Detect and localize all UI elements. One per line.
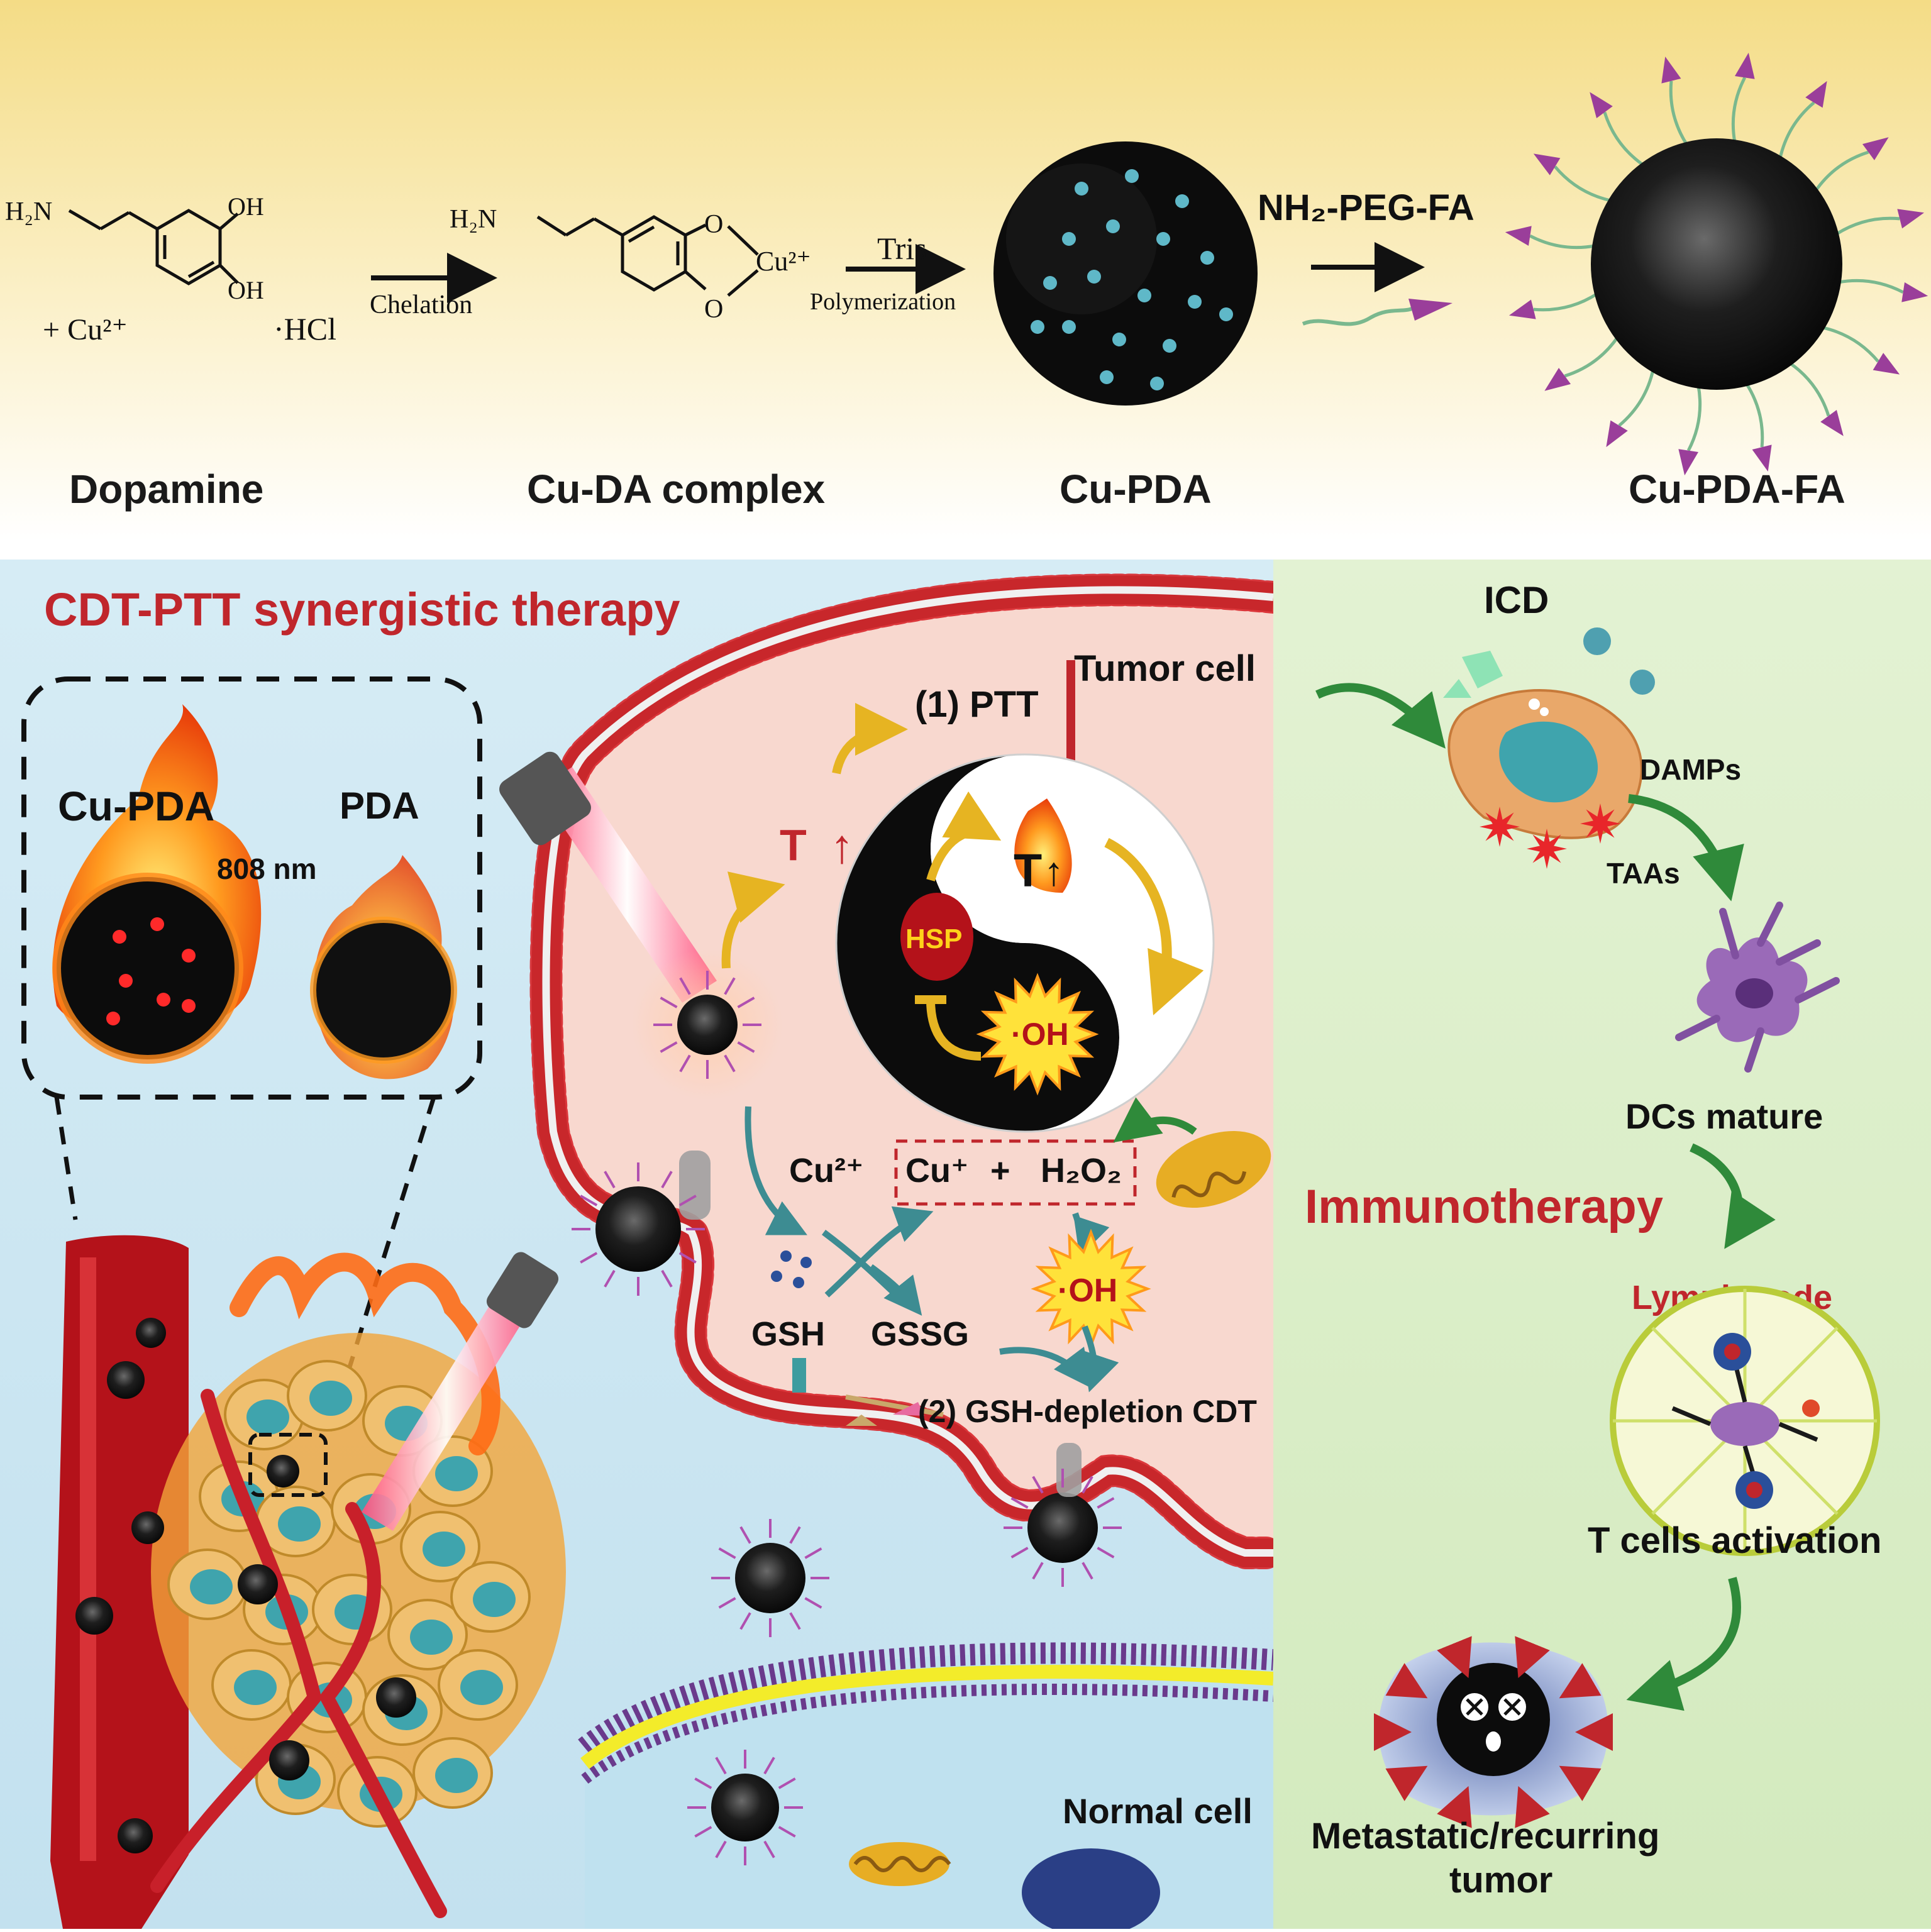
cu-pda-fa-nanoparticle — [1505, 52, 1928, 476]
attack-arrow — [1626, 1577, 1741, 1711]
polymerization-label: Polymerization — [810, 289, 956, 315]
complex-amine: H₂N — [450, 205, 497, 234]
cdt-ptt-title: CDT-PTT synergistic therapy — [44, 583, 680, 636]
tumor-mass — [150, 1252, 566, 1918]
damps-label: DAMPs — [1640, 753, 1741, 786]
tumor-mitochondrion — [1156, 1130, 1271, 1208]
cell-laser-probe — [499, 751, 717, 1003]
cu-pda-label: Cu-PDA — [1060, 466, 1212, 512]
copper-ion-dots — [771, 1250, 812, 1288]
release-arrow — [744, 1106, 807, 1235]
normal-cell — [578, 1642, 1274, 1932]
metastatic-tumor-label-2: tumor — [1449, 1860, 1552, 1901]
inset-pda-label: PDA — [340, 785, 419, 827]
metastatic-tumor — [1374, 1636, 1613, 1828]
nanoparticle-ligand-spikes — [572, 971, 1122, 1865]
dopamine-label: Dopamine — [69, 466, 263, 512]
fenton-reactants-box — [894, 1139, 1137, 1206]
glutathione: GSH — [751, 1315, 825, 1353]
cdt-step-label: (2) GSH-depletion CDT — [918, 1394, 1257, 1429]
dopamine-oh-bottom: OH — [228, 276, 264, 304]
hydroxyl-burst-yinyang — [976, 973, 1099, 1096]
glutathione-disulfide: GSSG — [871, 1315, 969, 1353]
cu-pda-fa-label: Cu-PDA-FA — [1629, 466, 1845, 512]
zoom-inset-box — [21, 676, 482, 1100]
yin-yang-flame — [1014, 798, 1072, 893]
yin-yang-synergy — [835, 753, 1215, 1133]
metastatic-tumor-label-1: Metastatic/recurring — [1311, 1816, 1659, 1857]
cu-pda-burning-particle — [52, 704, 262, 1064]
laser-wavelength: 808 nm — [217, 853, 317, 885]
immunotherapy-title: Immunotherapy — [1305, 1180, 1663, 1234]
synthesis-panel: H₂N OH OH + Cu²⁺ ·HCl Dopamine Chelation… — [0, 0, 1931, 541]
normal-cell-nucleus — [1022, 1848, 1160, 1932]
cdt-reaction: Cu²⁺ Cu⁺ + H₂O₂ GSH GSSG ·OH — [744, 1097, 1271, 1429]
hsp-protein — [900, 893, 973, 981]
yinyang-hydroxyl-label: ·OH — [1011, 1017, 1069, 1052]
zoom-line-left — [54, 1096, 78, 1220]
cu-da-complex-label: Cu-DA complex — [527, 466, 826, 512]
inset-cu-pda-label: Cu-PDA — [58, 783, 214, 829]
normal-cell-nanoparticle — [711, 1774, 779, 1841]
extracellular-nanoparticle — [735, 1543, 805, 1613]
lymph-node — [1610, 1286, 1880, 1556]
zoom-origin-box — [248, 1433, 328, 1497]
complex-copper: Cu²⁺ — [756, 246, 811, 277]
tumor-laser-probe — [362, 1252, 559, 1531]
gsh-balance — [792, 1358, 944, 1426]
ptt-step-label: (1) PTT — [915, 684, 1039, 725]
icd-arrow — [1315, 683, 1446, 749]
mito-h2o2-arrow — [1113, 1097, 1197, 1143]
cu-da-complex-structure: H₂N O O Cu²⁺ — [450, 205, 811, 324]
tumor-cell-label: Tumor cell — [1074, 648, 1256, 689]
hsp-label: HSP — [905, 924, 962, 954]
cu2-ion: Cu²⁺ — [789, 1152, 863, 1190]
dopamine-oh-top: OH — [228, 192, 264, 221]
taas-label: TAAs — [1607, 857, 1680, 890]
hydroxyl-radical-burst — [1031, 1228, 1151, 1349]
reaction-plus: + — [990, 1152, 1010, 1190]
dc-maturation-label: DCs mature — [1625, 1096, 1823, 1136]
icd-label: ICD — [1484, 579, 1549, 621]
cu-plus-arrow — [824, 1206, 934, 1298]
heating-arrow-1 — [721, 871, 785, 969]
peg-fa-reagent: NH₂-PEG-FA — [1258, 187, 1475, 228]
heating-arrow-2 — [832, 703, 908, 775]
normal-cell-mitochondrion — [849, 1842, 949, 1886]
chelation-label: Chelation — [370, 290, 472, 319]
tumor-antigen-stars — [1480, 803, 1620, 869]
pda-burning-particle — [310, 855, 457, 1079]
dopamine-amine: H₂N — [5, 197, 52, 226]
immunotherapy-panel: ICD DAMPs TAAs DCs mature Immunotherapy … — [1273, 560, 1931, 1929]
cdt-ptt-panel: CDT-PTT synergistic therapy Cu-PDA 808 n… — [0, 560, 1290, 1932]
complex-o-top: O — [704, 210, 723, 239]
cu-pda-nanoparticle — [993, 141, 1258, 406]
normal-cell-label: Normal cell — [1063, 1791, 1253, 1831]
t-cell-activation-label: T cells activation — [1588, 1520, 1881, 1561]
migration-arrow — [1690, 1143, 1776, 1249]
hcl-salt: ·HCl — [274, 311, 336, 346]
antigen-presentation-arrow — [1628, 794, 1744, 902]
copper-reagent: + Cu²⁺ — [43, 313, 128, 346]
blood-vessel — [50, 1235, 189, 1929]
yinyang-temperature-arrow: ↑ — [1044, 849, 1064, 894]
hydroxyl-radical: ·OH — [1058, 1272, 1117, 1309]
endocytosing-nanoparticle — [595, 1151, 711, 1272]
complex-o-bottom: O — [704, 295, 723, 324]
gssg-arrow — [869, 1264, 922, 1316]
cu-plus-ion: Cu⁺ — [905, 1152, 969, 1190]
dendritic-cell — [1675, 902, 1840, 1073]
temperature-rise-arrow: ↑ — [830, 820, 854, 873]
tris-reagent: Tris — [877, 231, 927, 266]
free-peg-fa-ligand — [1302, 299, 1452, 326]
dying-tumor-cell — [1443, 627, 1655, 839]
dopamine-structure: H₂N OH OH + Cu²⁺ ·HCl — [5, 192, 336, 346]
circulating-nanoparticles — [75, 1318, 416, 1853]
hydrogen-peroxide: H₂O₂ — [1041, 1152, 1122, 1190]
heated-nanoparticle — [632, 949, 783, 1100]
temperature-symbol: T — [780, 820, 807, 869]
yinyang-temperature: T — [1014, 844, 1042, 897]
